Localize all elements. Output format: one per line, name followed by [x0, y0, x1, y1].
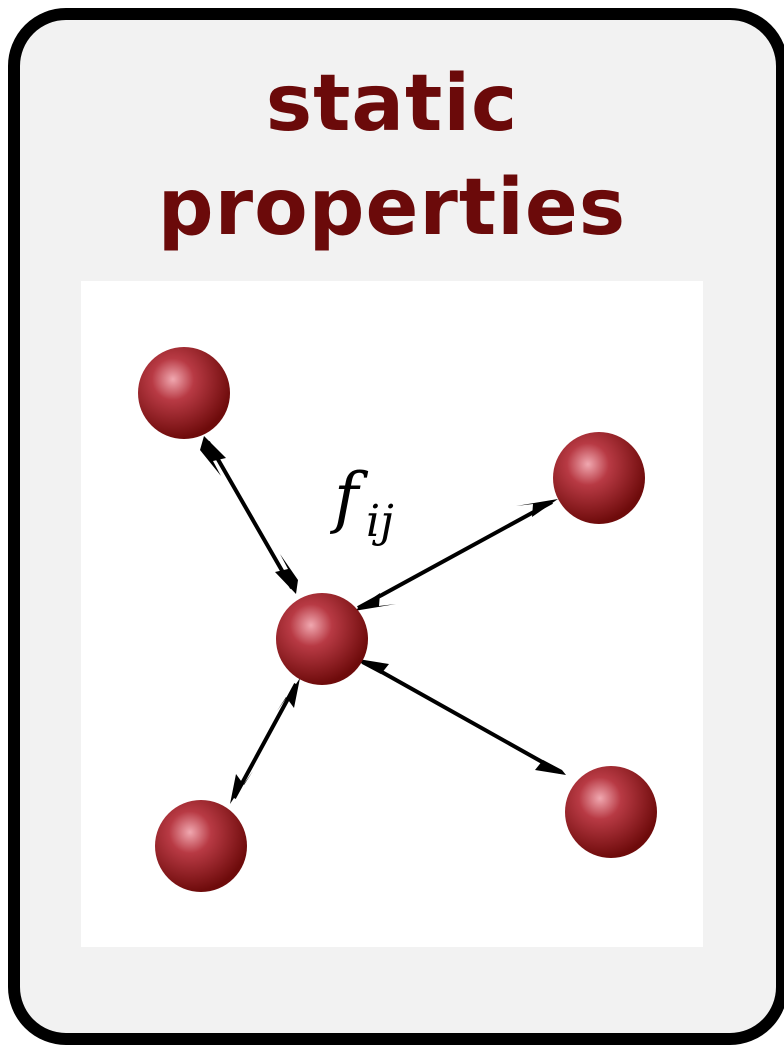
particle-bottom-left — [155, 800, 247, 892]
arrowhead-bottomleft-end — [230, 771, 253, 804]
interaction-label: f — [329, 459, 369, 536]
arrowhead-bottomright-end — [528, 752, 566, 775]
title-line-1: static — [265, 59, 519, 149]
arrow-center-to-bottomleft — [232, 683, 298, 799]
arrowhead-topright-start — [354, 593, 396, 611]
arrow-center-to-bottomright — [363, 660, 561, 774]
title-line-2: properties — [157, 163, 627, 253]
particle-bottom-right — [565, 766, 657, 858]
particle-top-right — [553, 432, 645, 524]
particle-center — [276, 593, 368, 685]
arrowhead-topleft-end — [200, 436, 226, 476]
arrowhead-bottomright-start — [358, 659, 396, 682]
card-title: static properties — [0, 52, 784, 260]
arrowhead-bottomleft-start — [277, 678, 300, 711]
interaction-subscript: ij — [366, 496, 394, 547]
arrow-center-to-topleft — [206, 441, 294, 589]
arrow-center-to-topright — [357, 500, 553, 610]
arrowhead-topleft-start — [275, 554, 298, 594]
particle-top-left — [138, 347, 230, 439]
arrowhead-topright-end — [516, 499, 558, 517]
